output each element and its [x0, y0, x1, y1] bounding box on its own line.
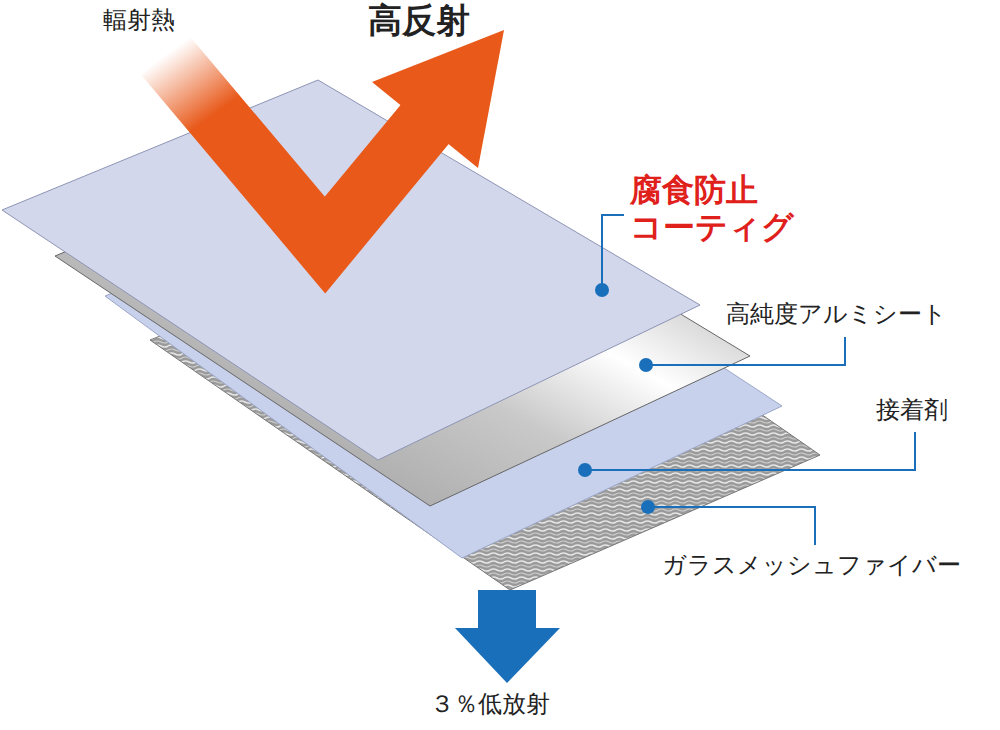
reflect-label: 高反射: [368, 0, 470, 41]
emission-arrow: [478, 590, 536, 630]
leader-lines: [585, 215, 915, 545]
leader-dots: [578, 283, 655, 514]
adhesive-label: 接着剤: [876, 396, 948, 425]
coating-label: 腐食防止 コーティグ: [630, 172, 805, 246]
emission-label: ３％低放射: [430, 690, 550, 719]
aluminium-label: 高純度アルミシート: [726, 300, 947, 329]
heat-label: 輻射熱: [103, 6, 175, 35]
coating-layer: [2, 80, 700, 460]
reflect-arrowhead: [372, 30, 504, 168]
glass-mesh-label: ガラスメッシュファイバー: [662, 551, 961, 580]
emission-arrowhead: [455, 628, 560, 683]
